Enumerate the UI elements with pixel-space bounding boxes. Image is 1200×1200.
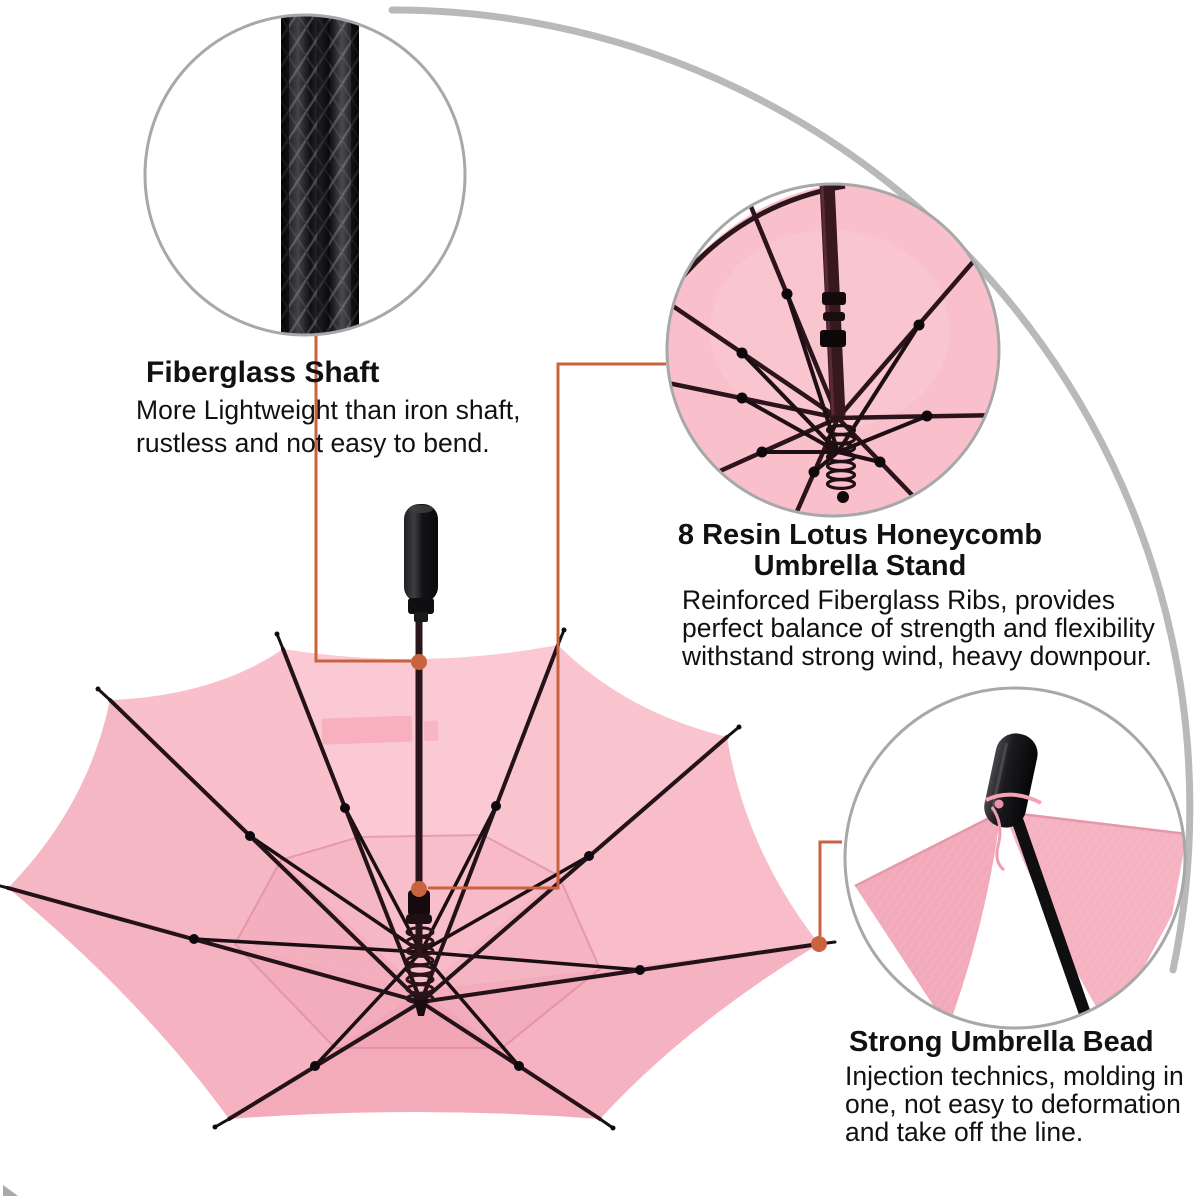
- umbrella-handle: [404, 504, 438, 622]
- fiberglass-shaft-description: More Lightweight than iron shaft, rustle…: [136, 395, 521, 458]
- fiberglass-shaft-closeup: [281, 15, 359, 335]
- connector-dot-bead: [811, 936, 827, 952]
- fiberglass-shaft-title: Fiberglass Shaft: [146, 356, 380, 389]
- annotation-fiberglass-shaft: Fiberglass Shaft More Lightweight than i…: [136, 356, 566, 460]
- connector-umbrella-stand: [428, 362, 666, 890]
- umbrella-bead-description: Injection technics, molding in one, not …: [845, 1061, 1184, 1147]
- decorative-arc: [388, 6, 1194, 974]
- annotation-umbrella-bead: Strong Umbrella Bead Injection technics,…: [845, 1026, 1195, 1146]
- rib-tips: [0, 628, 837, 1130]
- runner-and-spring: [405, 890, 435, 1016]
- umbrella-stand-description: Reinforced Fiberglass Ribs, provides per…: [682, 585, 1155, 671]
- umbrella-stand-title: 8 Resin Lotus Honeycomb Umbrella Stand: [677, 519, 1043, 582]
- callout-fiberglass-shaft: [143, 13, 467, 337]
- connector-dot-stand: [411, 881, 427, 897]
- callout-umbrella-bead: [843, 686, 1187, 1030]
- umbrella-ribs: [6, 643, 821, 1121]
- umbrella-photo: [0, 504, 837, 1131]
- umbrella-bead-title: Strong Umbrella Bead: [849, 1026, 1154, 1058]
- rib-tip-caps: [95, 627, 742, 1131]
- annotation-umbrella-stand: 8 Resin Lotus Honeycomb Umbrella Stand R…: [640, 519, 1170, 671]
- connector-dot-shaft: [411, 654, 427, 670]
- callout-umbrella-stand: [665, 182, 1001, 518]
- connector-fiberglass-shaft: [314, 336, 411, 663]
- connector-umbrella-bead: [818, 840, 842, 936]
- callout-connectors: [314, 336, 842, 952]
- umbrella-bead-closeup: [854, 733, 1185, 1028]
- corner-play-triangle-icon: [3, 1185, 18, 1196]
- rib-joints: [189, 801, 645, 1071]
- umbrella-canopy: [8, 645, 819, 1119]
- canopy-label-strip: [321, 715, 439, 745]
